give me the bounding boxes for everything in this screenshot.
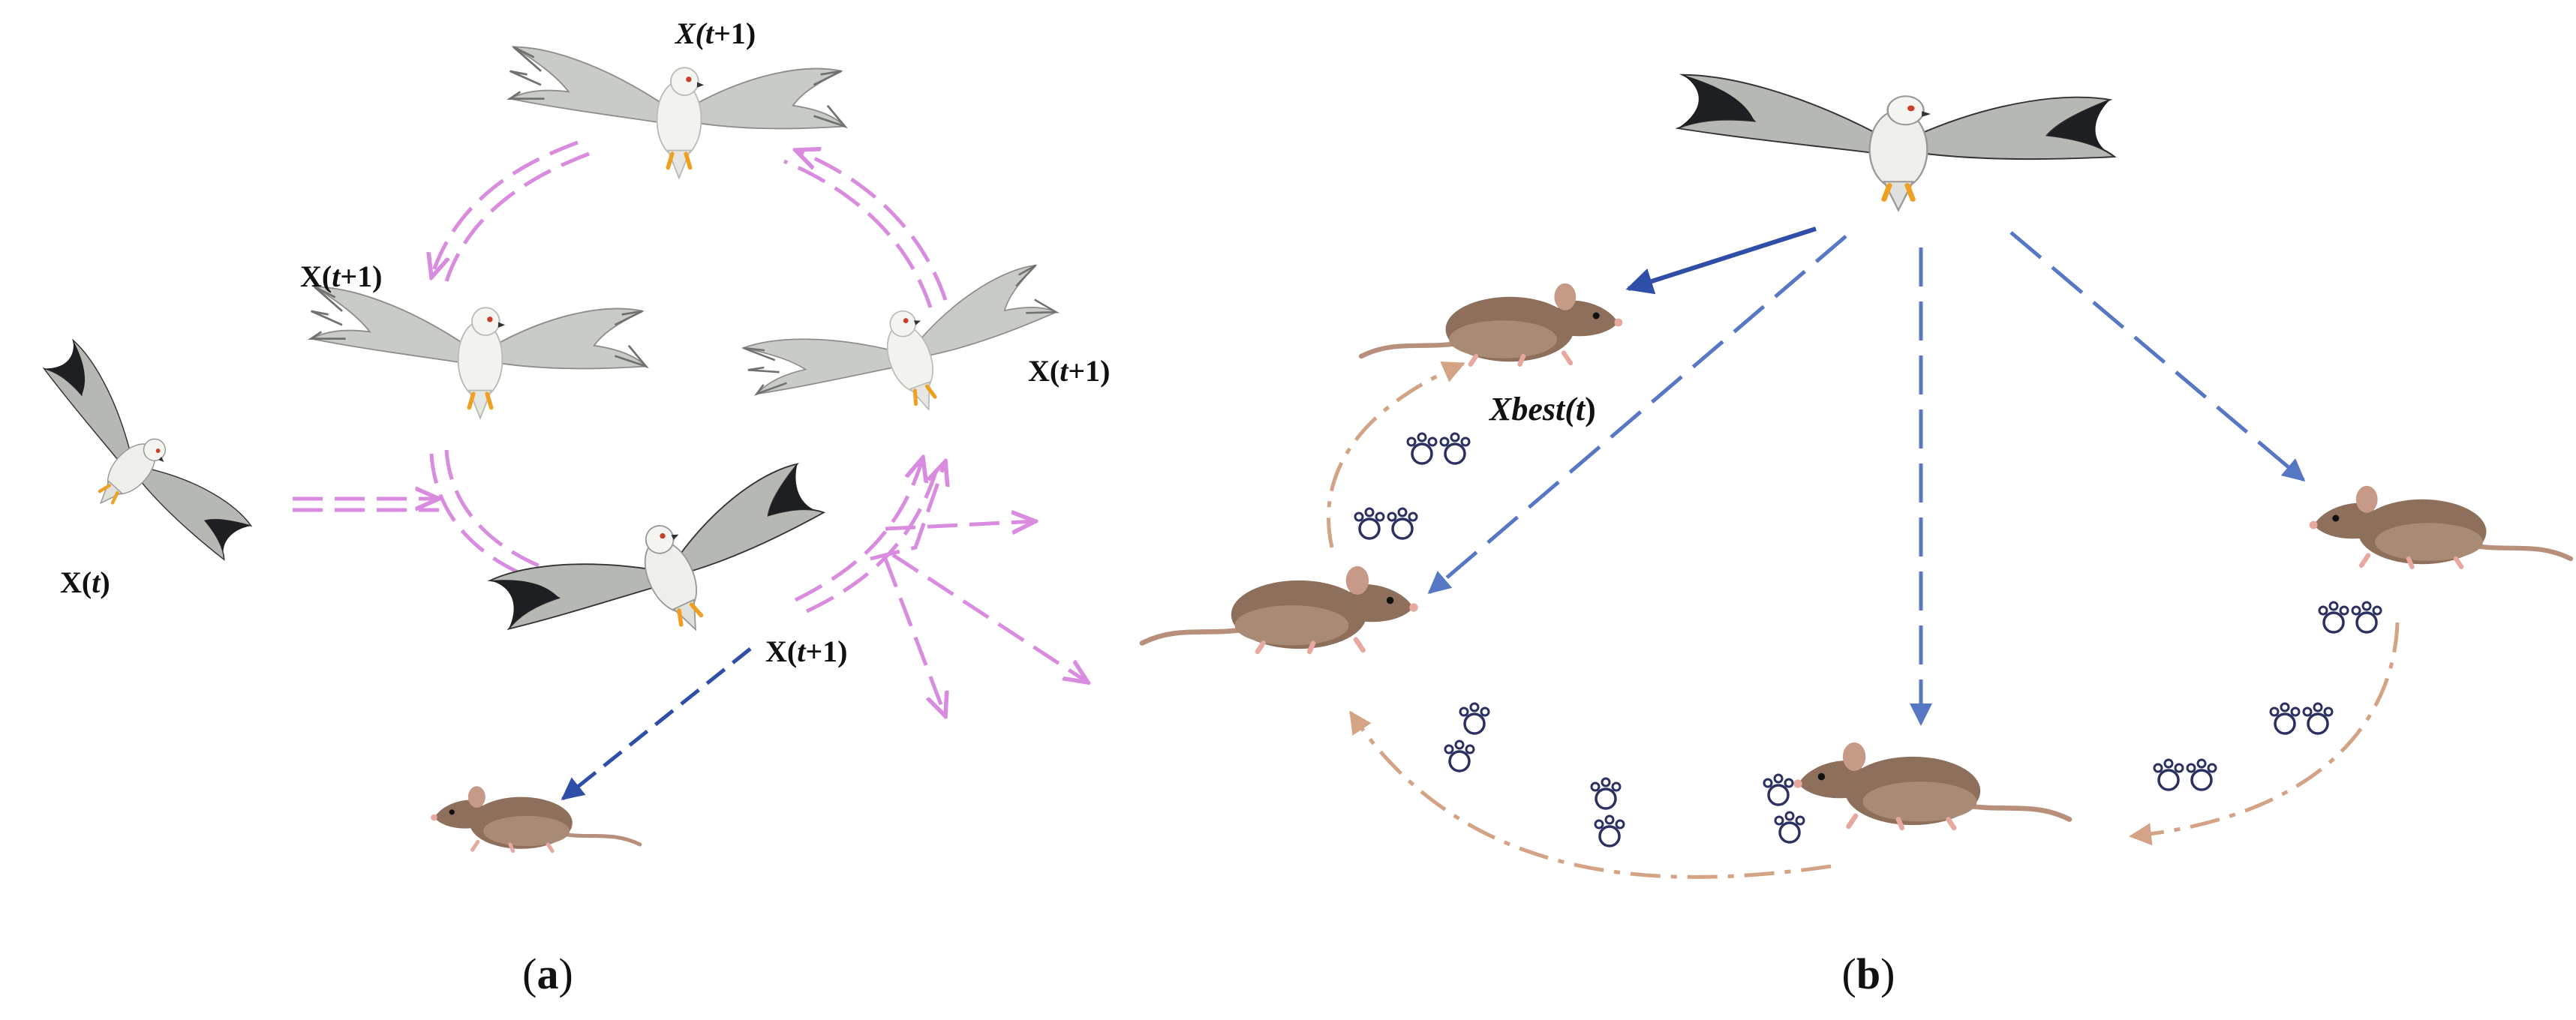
caption-a: (a) xyxy=(522,950,573,998)
paw-print-icon xyxy=(1590,777,1622,810)
dive-paths xyxy=(1427,231,2306,726)
kite-left-icon xyxy=(311,287,646,418)
paw-print-icon xyxy=(1774,811,1805,844)
rodent-trails xyxy=(1327,361,2400,879)
rodent-bottom-icon xyxy=(1793,742,2070,828)
label-x-t1-right: X(t+1) xyxy=(1028,354,1110,388)
label-x-t1-left: X(t+1) xyxy=(300,260,382,293)
paw-print-icon xyxy=(1408,434,1469,464)
paw-print-icon xyxy=(2319,602,2381,632)
paw-print-icon xyxy=(1355,508,1417,538)
paw-print-icon xyxy=(1459,702,1490,735)
rodent-left-icon xyxy=(1142,566,1418,652)
rodent-right-icon xyxy=(2310,486,2571,567)
rodent-best-icon xyxy=(1361,284,1622,364)
label-x-t1-bottom: X(t+1) xyxy=(765,634,847,668)
paw-print-icon xyxy=(1763,773,1794,806)
rodent-icon xyxy=(431,786,640,850)
label-xbest-t: Xbest(t) xyxy=(1488,391,1596,428)
flight-paths xyxy=(293,140,1088,716)
kite-start-icon xyxy=(2,338,266,590)
caption-b: (b) xyxy=(1842,950,1895,998)
panel-a: X(t) X(t+1) X(t+1) X(t+1) X(t+1) (a) xyxy=(2,16,1110,998)
panel-b: Xbest(t) (b) xyxy=(1142,75,2571,998)
paw-print-icon xyxy=(1594,814,1625,848)
kite-top-icon xyxy=(510,47,845,178)
paw-print-icon xyxy=(2154,760,2216,790)
attack-path xyxy=(561,647,752,800)
kite-hunting-icon xyxy=(1678,75,2115,211)
dive-path-best xyxy=(1625,226,1817,295)
paw-print-icon xyxy=(2271,704,2332,734)
label-x-t1-top: X(t+1) xyxy=(674,16,756,50)
kite-right-icon xyxy=(741,243,1073,463)
paw-print-icon xyxy=(1444,740,1475,772)
label-x-t: X(t) xyxy=(60,566,110,599)
